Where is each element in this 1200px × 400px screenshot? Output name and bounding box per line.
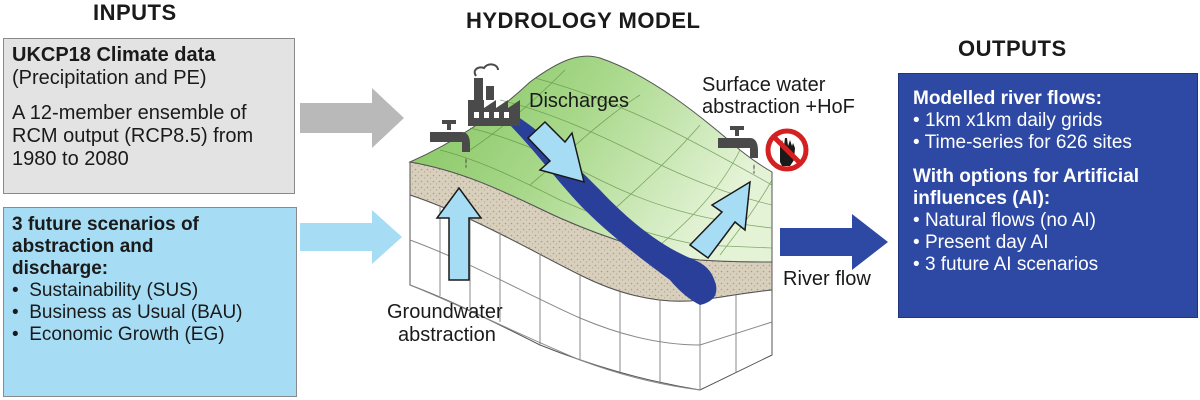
climate-input-arrow xyxy=(300,88,404,148)
inputs-heading: INPUTS xyxy=(93,0,177,25)
outputs-box: Modelled river flows: • 1km x1km daily g… xyxy=(898,73,1198,318)
tap-icon xyxy=(430,120,470,168)
river-flow-label: River flow xyxy=(783,268,871,290)
no-hand-icon xyxy=(765,128,809,172)
climate-subtitle: (Precipitation and PE) xyxy=(12,67,207,89)
output-item: • Natural flows (no AI) xyxy=(913,210,1097,231)
output-item: • Present day AI xyxy=(913,232,1049,253)
climate-line: RCM output (RCP8.5) from xyxy=(12,125,254,147)
surface-abstraction-arrow xyxy=(688,180,751,260)
outputs-ai-title: With options for Artificial xyxy=(913,166,1140,187)
climate-title: UKCP18 Climate data xyxy=(12,44,216,66)
surface-water-label: abstraction +HoF xyxy=(702,96,855,118)
groundwater-label: abstraction xyxy=(398,324,496,346)
outputs-heading: OUTPUTS xyxy=(958,36,1067,61)
model-heading: HYDROLOGY MODEL xyxy=(466,8,701,33)
land-grid-lines xyxy=(439,69,773,256)
groundwater-arrow xyxy=(435,186,483,281)
climate-line: A 12-member ensemble of xyxy=(12,102,247,124)
scenarios-title: 3 future scenarios of xyxy=(12,214,199,235)
scenarios-input-arrow xyxy=(300,210,402,264)
scenarios-box: 3 future scenarios of abstraction and di… xyxy=(3,207,297,397)
scenario-item: • Economic Growth (EG) xyxy=(12,324,225,345)
discharge-arrow xyxy=(526,120,586,184)
scenarios-title: discharge: xyxy=(12,258,109,279)
output-item: • 1km x1km daily grids xyxy=(913,110,1103,131)
output-item: • Time-series for 626 sites xyxy=(913,132,1132,153)
river-flow-arrow xyxy=(780,214,888,270)
outputs-title: Modelled river flows: xyxy=(913,88,1102,109)
output-item: • 3 future AI scenarios xyxy=(913,254,1099,275)
scenarios-title: abstraction and xyxy=(12,236,154,257)
surface-water-label: Surface water xyxy=(702,74,826,96)
climate-data-box: UKCP18 Climate data (Precipitation and P… xyxy=(3,38,295,194)
outputs-ai-title: influences (AI): xyxy=(913,188,1051,209)
groundwater-label: Groundwater xyxy=(387,301,503,323)
scenario-item: • Sustainability (SUS) xyxy=(12,280,199,301)
discharges-label: Discharges xyxy=(529,90,630,112)
scenario-item: • Business as Usual (BAU) xyxy=(12,302,243,323)
climate-line: 1980 to 2080 xyxy=(12,148,129,170)
factory-icon xyxy=(468,63,520,126)
tap-icon xyxy=(718,126,758,174)
